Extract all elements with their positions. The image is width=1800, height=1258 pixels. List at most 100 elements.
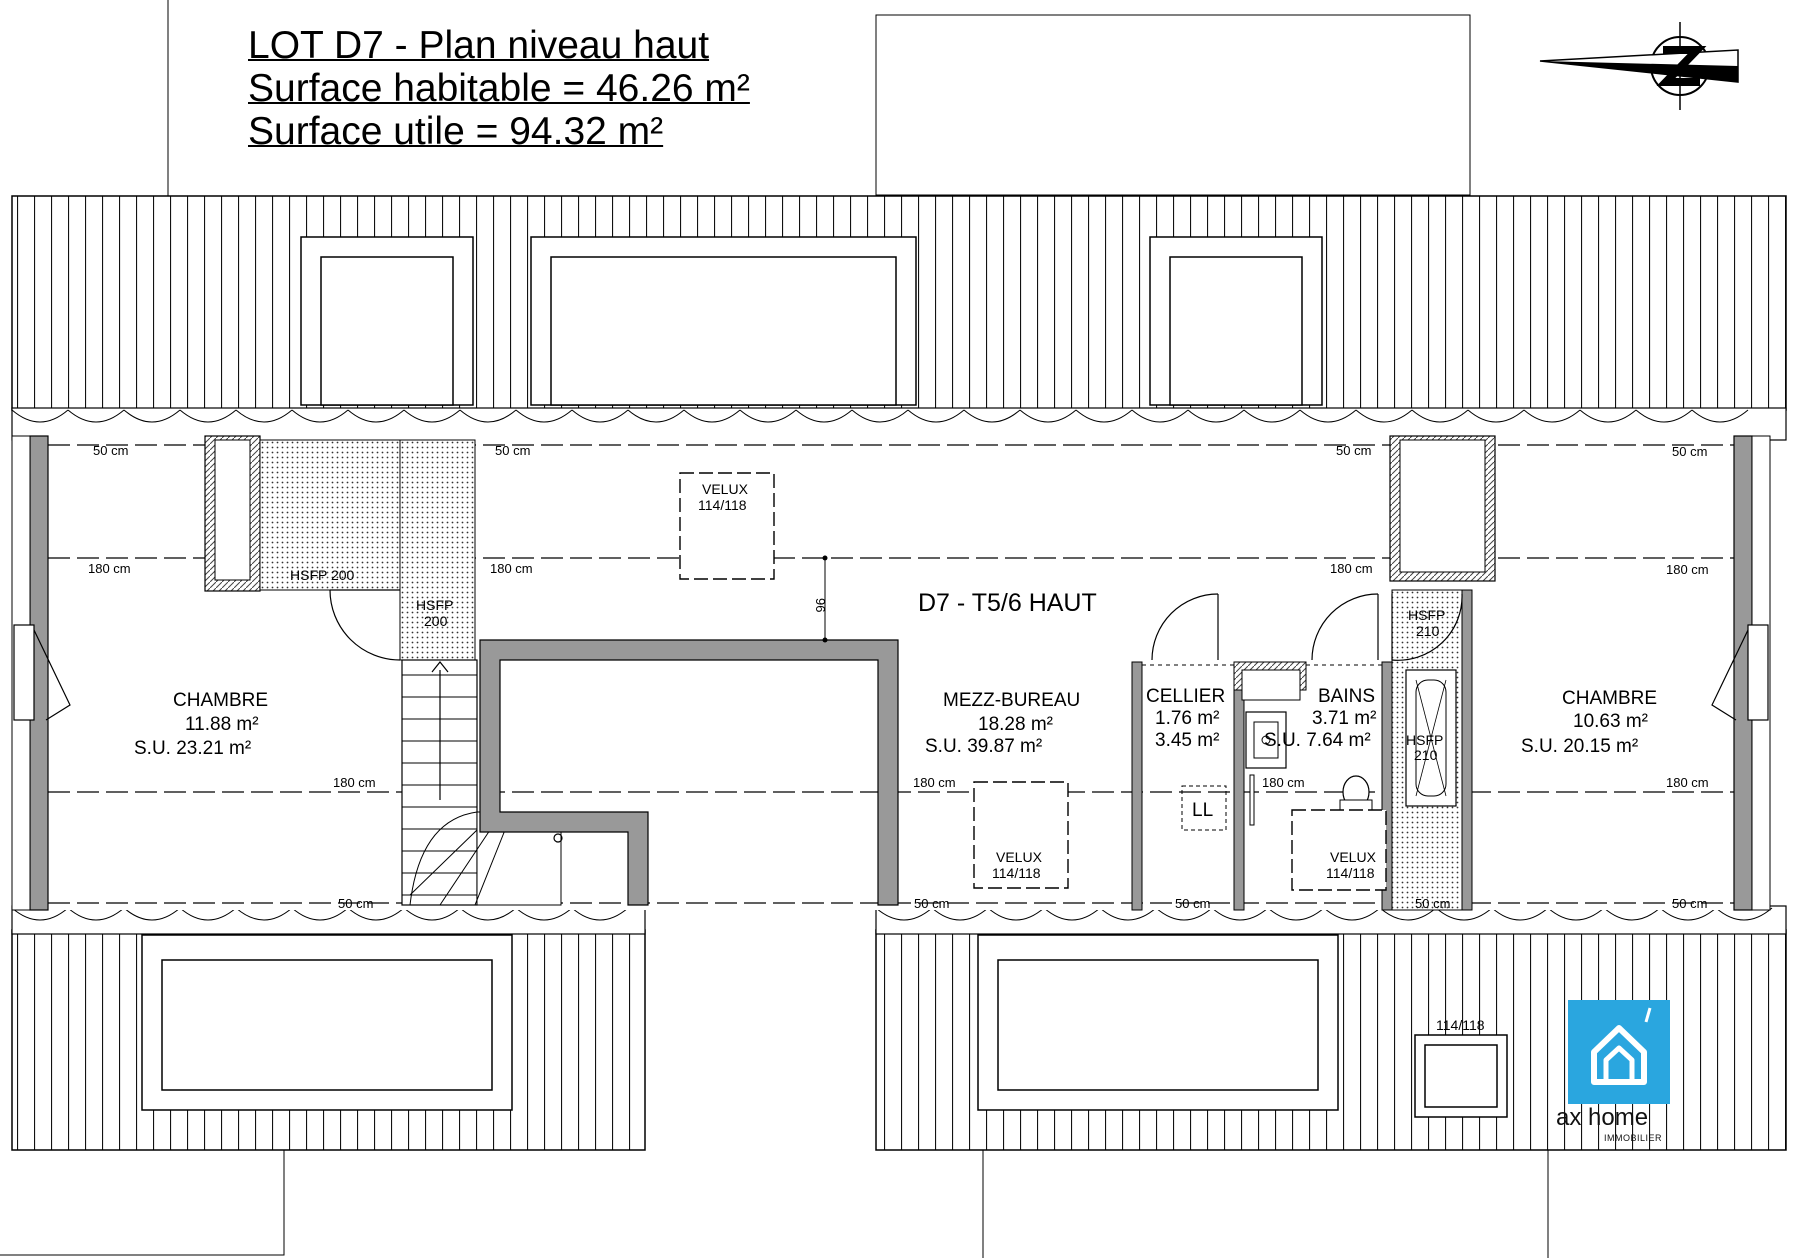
velux-size-3: 114/118 (1326, 865, 1375, 881)
room-chambre-right-name: CHAMBRE (1562, 688, 1657, 709)
gutter-scallop (931, 907, 989, 921)
gutter-scallop (291, 409, 349, 423)
dim-50-b: 50 cm (495, 443, 530, 458)
gutter-scallop (1635, 409, 1693, 423)
dim-180-e: 180 cm (333, 775, 376, 790)
gutter-scallop (235, 907, 293, 921)
gutter-scallop (123, 907, 181, 921)
dim-50-a: 50 cm (93, 443, 128, 458)
gutter-scallop (963, 409, 1021, 423)
room-chambre-left-su: S.U. 23.21 m² (134, 738, 251, 759)
gutter-scallop (851, 409, 909, 423)
room-cellier-name: CELLIER (1146, 686, 1225, 707)
gutter-scallop (1019, 409, 1077, 423)
surface-utile: Surface utile = 94.32 m² (248, 110, 664, 153)
room-mezz-area: 18.28 m² (978, 714, 1053, 735)
gutter-scallop (403, 907, 461, 921)
gutter-scallop (1523, 409, 1581, 423)
hsfp-c-210: 210 (1416, 623, 1440, 639)
dim-96: 96 (813, 598, 828, 612)
dim-180-c: 180 cm (1330, 561, 1373, 576)
room-cellier-su: 3.45 m² (1155, 730, 1219, 751)
plan-title: LOT D7 - Plan niveau haut (248, 24, 710, 67)
gutter-scallop (459, 907, 517, 921)
dim-180-g: 180 cm (1262, 775, 1305, 790)
velux-label-3: VELUX (1330, 849, 1377, 865)
ll-label: LL (1192, 800, 1213, 821)
gutter-scallop (1691, 409, 1749, 423)
dim-50-i: 50 cm (1672, 896, 1707, 911)
gutter-scallop (1075, 409, 1133, 423)
gutter-scallop (1099, 907, 1157, 921)
gutter-scallop (515, 409, 573, 423)
dim-180-d: 180 cm (1666, 562, 1709, 577)
north-arrow-icon (1539, 22, 1739, 110)
gutter-scallop (1715, 907, 1773, 921)
gutter-scallop (11, 409, 69, 423)
hsfp-d-210: 210 (1414, 747, 1438, 763)
dim-50-h: 50 cm (1415, 896, 1450, 911)
gutter-scallop (67, 409, 125, 423)
velux-label-2: VELUX (996, 849, 1043, 865)
gutter-scallop (515, 907, 573, 921)
room-chambre-left-name: CHAMBRE (173, 690, 268, 711)
gutter-scallop (179, 409, 237, 423)
gutter-scallop (347, 409, 405, 423)
gutter-scallop (1187, 409, 1245, 423)
house-icon (1591, 1007, 1652, 1085)
gutter-scallop (291, 907, 349, 921)
gutter-scallop (875, 907, 933, 921)
gutter-scallop (1467, 409, 1525, 423)
gutter-scallop (1579, 409, 1637, 423)
gutter-scallop (1411, 409, 1469, 423)
gutter-scallop (1435, 907, 1493, 921)
room-chambre-right-su: S.U. 20.15 m² (1521, 736, 1638, 757)
gutter-scallop (1379, 907, 1437, 921)
logo-sub: IMMOBILIER (1604, 1133, 1663, 1143)
dim-180-f: 180 cm (913, 775, 956, 790)
gutter-scallop (683, 409, 741, 423)
hsfp-b-200: 200 (424, 613, 448, 629)
velux-size-2: 114/118 (992, 865, 1041, 881)
gutter-scallop (1155, 907, 1213, 921)
gutter-scallop (571, 907, 629, 921)
gutter-scallop (1659, 907, 1717, 921)
dim-50-g: 50 cm (1175, 896, 1210, 911)
hsfp-200-a: HSFP 200 (290, 567, 355, 583)
gutter-scallop (347, 907, 405, 921)
hsfp-d: HSFP (1406, 732, 1443, 748)
logo-name: ax home (1556, 1104, 1649, 1131)
gutter-scallop (571, 409, 629, 423)
gutter-scallop (235, 409, 293, 423)
gutter-scallop (627, 409, 685, 423)
room-bains-su: S.U. 7.64 m² (1264, 730, 1371, 751)
hsfp-c: HSFP (1408, 607, 1445, 623)
room-chambre-right-area: 10.63 m² (1573, 711, 1648, 732)
gutter-scallop (1299, 409, 1357, 423)
gutter-scallop (1043, 907, 1101, 921)
gutter-scallop (795, 409, 853, 423)
room-chambre-left-area: 11.88 m² (185, 714, 259, 735)
gutter-scallop (907, 409, 965, 423)
gutter-scallop (123, 409, 181, 423)
gutter-scallop (1243, 409, 1301, 423)
gutter-scallop (1211, 907, 1269, 921)
gutter-scallop (1491, 907, 1549, 921)
dim-180-h: 180 cm (1666, 775, 1709, 790)
dim-50-e: 50 cm (338, 896, 373, 911)
gutter-scallop (1603, 907, 1661, 921)
dim-50-d: 50 cm (1672, 444, 1707, 459)
gutter-scallop (11, 907, 69, 921)
velux-size-4: 114/118 (1436, 1017, 1485, 1033)
gutter-scallop (1547, 907, 1605, 921)
gutter-scallop (1355, 409, 1413, 423)
gutter-scallop (739, 409, 797, 423)
room-mezz-name: MEZZ-BUREAU (943, 690, 1080, 711)
velux-size-1: 114/118 (698, 497, 747, 513)
dim-50-f: 50 cm (914, 896, 949, 911)
gutter-scallop (1131, 409, 1189, 423)
dim-50-c: 50 cm (1336, 443, 1371, 458)
gutter-scallop (179, 907, 237, 921)
ax-home-logo (1568, 1000, 1670, 1104)
